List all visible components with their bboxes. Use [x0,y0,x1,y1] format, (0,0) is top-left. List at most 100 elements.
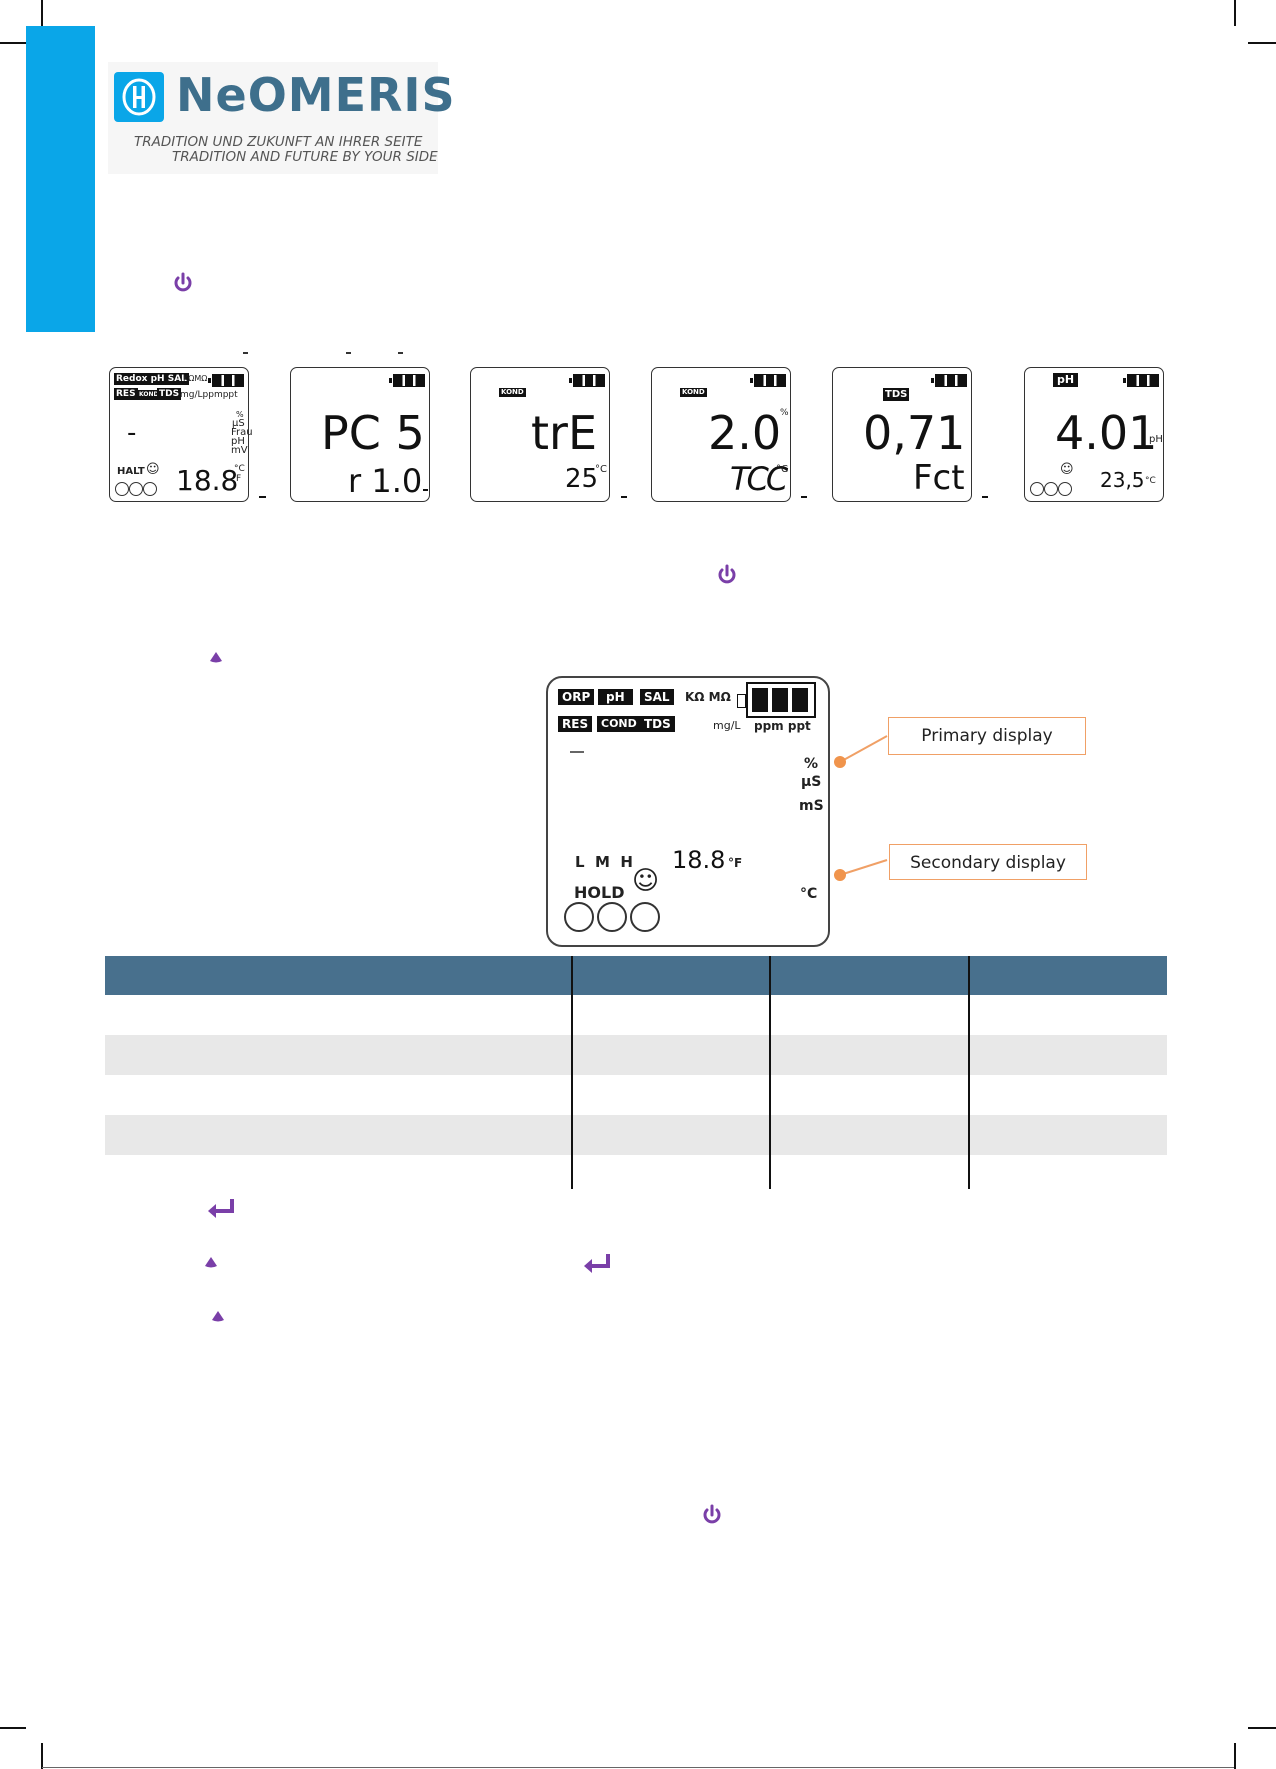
temperature-value: 18.8 [176,464,239,497]
battery-icon [1123,374,1159,387]
temp-unit: F [236,474,242,484]
unit-label: KΩMΩ [183,374,208,383]
unit-kohm-mohm: KΩ MΩ [685,690,731,704]
table-row [105,1075,1167,1115]
table-column-divider [571,956,573,1189]
logo-mark [114,72,164,122]
arrow-dash [423,489,428,491]
secondary-value: TCC [730,460,788,498]
smiley-icon: ☺ [146,462,160,477]
tick-mark [243,352,248,354]
unit-ms: mS [799,798,824,814]
secondary-value: r 1.0 [348,462,423,500]
callout-lines [839,735,888,876]
callout-dot [834,756,846,768]
crop-mark [1234,0,1236,26]
battery-icon [569,374,605,387]
up-triangle-icon [210,1308,226,1324]
unit-percent: % [804,756,819,772]
tagline-en: TRADITION AND FUTURE BY YOUR SIDE [172,149,438,165]
minus-segment [570,751,584,753]
table-row [105,1155,1167,1189]
temperature-value: 18.8 [672,846,726,874]
smiley-icon: ☺ [1060,462,1074,477]
mode-tag: TDS [883,388,910,401]
primary-value: 4.01 [1055,406,1158,460]
mode-tag: KOND [499,388,526,397]
up-triangle-icon [208,649,224,665]
crop-mark [1248,1727,1276,1729]
power-icon [700,1503,724,1527]
arrow-dash [801,496,807,498]
mode-tag-tds: TDS [157,388,182,400]
secondary-unit: °C [1145,476,1156,486]
side-unit: µS [232,418,245,429]
range-circle [630,902,660,932]
mode-tag-res: RES [114,388,138,400]
secondary-display-callout: Secondary display [889,844,1087,880]
range-circle [129,482,143,496]
unit-mgl: mg/L [713,719,741,732]
table-column-divider [968,956,970,1189]
arrow-dash [621,496,627,498]
primary-value: PC 5 [321,406,425,460]
lcd-screen-3: KOND trE 25 °C [470,367,610,502]
range-circle [564,902,594,932]
table-column-divider [769,956,771,1189]
smiley-icon: ☺ [632,866,660,896]
power-icon [171,271,195,295]
primary-value: - [127,418,137,448]
tick-mark [398,352,403,354]
tagline-de: TRADITION UND ZUKUNFT AN IHRER SEITE [134,134,423,150]
side-unit: mV [231,445,248,456]
crop-mark [41,0,43,26]
lcd-screen-2: PC 5 r 1.0 [290,367,430,502]
enter-icon [206,1197,236,1221]
mode-tag-cond: COND [597,716,641,732]
primary-unit: % [780,408,789,418]
tick-mark [346,352,351,354]
mode-tag-ph: pH [598,689,633,705]
crop-mark [0,1727,26,1729]
hold-label: HALT [117,466,145,477]
crop-mark [1248,42,1276,44]
display-diagram: ORP pH SAL KΩ MΩ RES COND TDS mg/L ppm p… [546,676,830,947]
secondary-value: Fct [913,458,965,498]
battery-icon [208,374,244,387]
mode-tag: KOND [680,388,707,397]
lcd-screen-5: TDS 0,71 Fct [832,367,972,502]
secondary-value: 25 [565,464,599,494]
power-icon [715,563,739,587]
lcd-screen-1: Redox pH SAL KΩMΩ RES KOND TDS mg/Lppmpp… [109,367,253,502]
primary-value: 0,71 [863,406,966,460]
range-circle [1044,482,1058,496]
battery-icon [737,682,816,718]
crop-mark [1234,1743,1236,1769]
primary-value: trE [531,406,598,460]
primary-display-callout: Primary display [888,717,1086,755]
mode-tag-orp: ORP [558,689,595,705]
arrow-dash [982,496,988,498]
range-circle [1058,482,1072,496]
primary-value: 2.0 [708,406,782,460]
mode-tag-sal: SAL [640,689,674,705]
table-row [105,1035,1167,1075]
side-unit: % [236,410,244,419]
callout-dot [834,869,846,881]
side-unit: Frau [231,427,253,438]
table-row [105,1115,1167,1155]
mode-tag-res: RES [558,716,593,732]
secondary-unit: °C [776,464,788,475]
range-circle [143,482,157,496]
mode-tag-kond: KOND [137,390,161,400]
unit-ppm-ppt: ppm ppt [754,719,811,733]
temp-unit: °C [234,464,245,474]
mode-tags: Redox pH SAL [114,373,189,385]
brand-name: NeOMERIS [176,68,456,122]
mode-tag: pH [1053,373,1079,387]
secondary-unit: °C [595,464,607,475]
side-tab [26,26,95,332]
battery-icon [389,374,425,387]
crop-mark [0,42,26,44]
temp-unit-f: °F [728,856,743,870]
